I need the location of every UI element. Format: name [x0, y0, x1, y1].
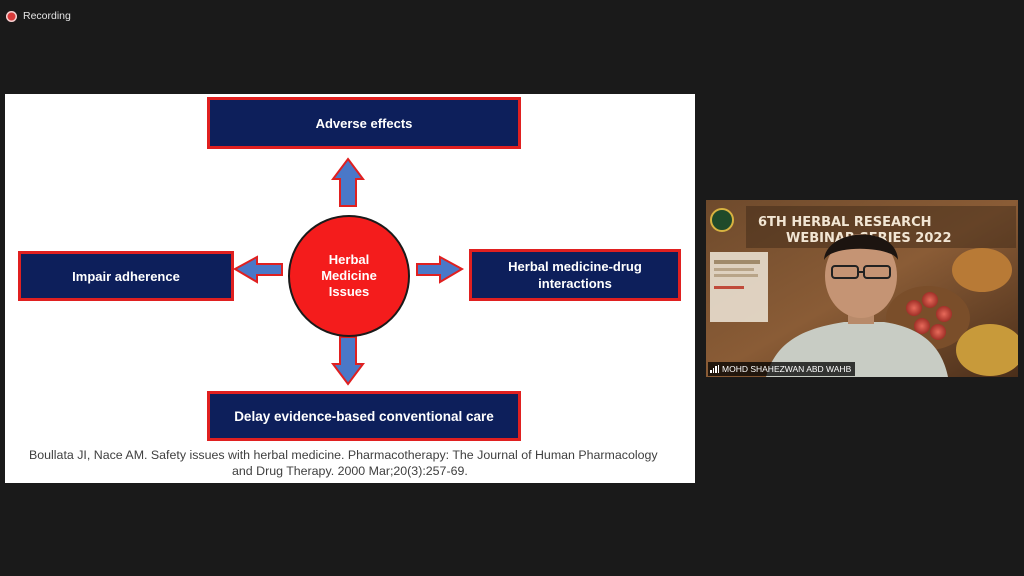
citation: Boullata JI, Nace AM. Safety issues with…: [29, 447, 689, 479]
drug-interactions-line2: interactions: [538, 276, 612, 291]
herbal-issues-circle: Herbal Medicine Issues: [288, 215, 410, 337]
impair-adherence-box: Impair adherence: [18, 251, 234, 301]
svg-text:6TH HERBAL RESEARCH: 6TH HERBAL RESEARCH: [758, 215, 932, 230]
center-line2: Medicine: [321, 268, 377, 283]
arrows-layer: [232, 157, 465, 386]
recording-label: Recording: [23, 10, 71, 22]
drug-interactions-box: Herbal medicine-drug interactions: [469, 249, 681, 301]
shared-slide: Adverse effects Impair adherence Herbal …: [5, 94, 695, 483]
drug-interactions-line1: Herbal medicine-drug: [508, 259, 642, 274]
record-icon: [6, 10, 17, 22]
participant-name: MOHD SHAHEZWAN ABD WAHB: [722, 364, 852, 374]
adverse-effects-label: Adverse effects: [315, 115, 413, 131]
participant-video-tile[interactable]: 6TH HERBAL RESEARCH WEBINAR SERIES 2022 …: [706, 200, 1018, 377]
arrow-down-icon: [331, 336, 365, 386]
citation-line2: and Drug Therapy. 2000 Mar;20(3):257-69.: [232, 464, 468, 478]
arrow-left-icon: [232, 255, 283, 284]
recording-indicator: Recording: [6, 6, 71, 26]
participant-name-tag: MOHD SHAHEZWAN ABD WAHB: [708, 362, 856, 376]
center-line3: Issues: [328, 284, 370, 299]
arrow-up-icon: [331, 157, 365, 207]
delay-care-label: Delay evidence-based conventional care: [234, 408, 494, 424]
delay-care-box: Delay evidence-based conventional care: [207, 391, 521, 441]
impair-adherence-label: Impair adherence: [72, 268, 180, 284]
adverse-effects-box: Adverse effects: [207, 97, 521, 149]
signal-strength-icon: [710, 365, 719, 373]
video-feed: 6TH HERBAL RESEARCH WEBINAR SERIES 2022: [706, 200, 1018, 377]
arrow-right-icon: [416, 255, 465, 284]
citation-line1: Boullata JI, Nace AM. Safety issues with…: [29, 448, 658, 462]
center-line1: Herbal: [328, 252, 370, 267]
